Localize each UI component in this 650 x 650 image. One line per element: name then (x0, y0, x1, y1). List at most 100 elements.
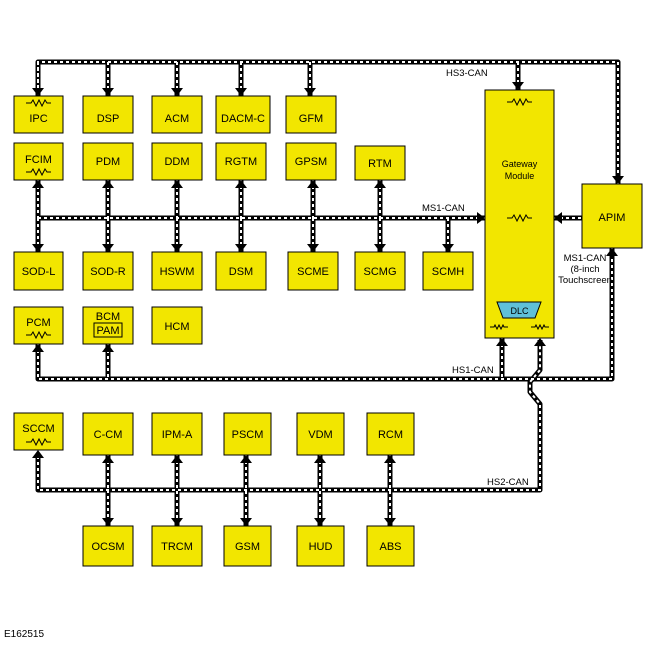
module-ocsm: OCSM (82, 525, 134, 567)
terminator-resistor-icon (26, 330, 51, 340)
figure-id: E162515 (4, 629, 44, 640)
module-ipc: IPC (13, 95, 64, 134)
arrowhead-icon (606, 248, 618, 256)
terminator-resistor-icon (26, 167, 51, 177)
network-labels: HS3-CAN MS1-CAN HS1-CAN HS2-CAN MS1-CAN … (422, 68, 612, 488)
module-apim-label: APIM (599, 212, 626, 224)
pam-box (93, 322, 123, 338)
arrowhead-icon (102, 344, 114, 352)
module-scmh: SCMH (422, 251, 474, 291)
module-sccm-label: SCCM (22, 423, 54, 435)
arrowhead-icon (477, 212, 485, 224)
module-sod-l: SOD-L (13, 251, 64, 291)
module-fcim-label: FCIM (25, 154, 52, 166)
module-hcm-label: HCM (164, 321, 189, 333)
modules: IPC DSP ACM DACM-C GFM FCIM PDM D (13, 89, 643, 567)
module-ddm-label: DDM (164, 156, 189, 168)
arrowhead-icon (442, 244, 454, 252)
arrowhead-icon (534, 338, 546, 346)
hs2-can-label: HS2-CAN (487, 477, 529, 488)
module-sccm: SCCM (13, 412, 64, 451)
arrowhead-icon (102, 518, 114, 526)
arrowhead-icon (171, 180, 183, 188)
arrowhead-icon (32, 244, 44, 252)
module-pscm-label: PSCM (232, 429, 264, 441)
module-sod-r: SOD-R (82, 251, 134, 291)
module-abs-label: ABS (379, 541, 401, 553)
module-c-cm-label: C-CM (94, 429, 123, 441)
terminator-resistor-icon (490, 323, 508, 331)
arrowhead-icon (304, 88, 316, 96)
module-hswm: HSWM (151, 251, 203, 291)
arrowhead-icon (314, 455, 326, 463)
arrowhead-icon (496, 338, 508, 346)
module-trcm-label: TRCM (161, 541, 193, 553)
module-c-cm: C-CM (82, 412, 134, 456)
module-dacm-c: DACM-C (215, 95, 271, 134)
arrowhead-icon (32, 450, 44, 458)
gateway-module: Gateway Module DLC (484, 89, 555, 339)
module-ocsm-label: OCSM (92, 541, 125, 553)
module-dsp: DSP (82, 95, 134, 134)
module-scmh-label: SCMH (432, 266, 464, 278)
arrowhead-icon (171, 88, 183, 96)
module-hcm: HCM (151, 306, 203, 345)
module-rtm: RTM (354, 145, 406, 181)
module-bcm: BCM PAM (82, 306, 134, 345)
gateway-label-line2: Module (505, 171, 535, 181)
terminator-resistor-icon (531, 323, 549, 331)
module-hswm-label: HSWM (160, 266, 195, 278)
module-pcm-label: PCM (26, 317, 50, 329)
module-scme: SCME (287, 251, 339, 291)
module-scmg-label: SCMG (364, 266, 397, 278)
arrowhead-icon (171, 455, 183, 463)
module-pdm-label: PDM (96, 156, 120, 168)
module-dacm-c-label: DACM-C (221, 113, 265, 125)
module-ipc-label: IPC (29, 113, 47, 125)
arrowhead-icon (102, 455, 114, 463)
module-gpsm: GPSM (285, 142, 337, 181)
module-fcim: FCIM (13, 142, 64, 181)
module-hud: HUD (296, 525, 345, 567)
module-apim: APIM (581, 183, 643, 249)
module-trcm: TRCM (151, 525, 203, 567)
terminator-icons (26, 97, 549, 447)
arrowhead-icon (384, 518, 396, 526)
arrowhead-icon (374, 244, 386, 252)
module-gfm-label: GFM (299, 113, 323, 125)
arrowhead-icon (32, 180, 44, 188)
arrowhead-icon (612, 176, 624, 184)
module-gpsm-label: GPSM (295, 156, 327, 168)
terminator-resistor-icon (507, 97, 532, 107)
bus-dash (37, 248, 613, 380)
arrowhead-icon (102, 244, 114, 252)
ms1-apim-label-line1: MS1-CAN (564, 253, 607, 264)
arrowhead-icon (554, 212, 562, 224)
module-rgtm-label: RGTM (225, 156, 257, 168)
module-acm: ACM (151, 95, 203, 134)
arrowhead-icon (32, 344, 44, 352)
terminator-resistor-icon (507, 213, 532, 223)
bus-dash (37, 61, 619, 184)
ms1-apim-label-line2: (8-inch (570, 264, 599, 275)
module-gsm-label: GSM (235, 541, 260, 553)
arrowhead-icon (235, 180, 247, 188)
arrowhead-icon (235, 88, 247, 96)
module-acm-label: ACM (165, 113, 189, 125)
arrowhead-icon (171, 244, 183, 252)
arrowhead-icon (102, 88, 114, 96)
arrowhead-icon (374, 180, 386, 188)
dlc-label: DLC (510, 306, 529, 316)
module-scmg: SCMG (354, 251, 406, 291)
module-scme-label: SCME (297, 266, 329, 278)
hs3-can-label: HS3-CAN (446, 68, 488, 79)
module-rtm-label: RTM (368, 158, 392, 170)
arrowhead-icon (102, 180, 114, 188)
module-bcm-label: BCM (96, 311, 120, 323)
connection-arrows (32, 82, 624, 526)
module-rgtm: RGTM (215, 142, 267, 181)
module-dsp-label: DSP (97, 113, 120, 125)
module-dsm-label: DSM (229, 266, 253, 278)
module-pam-label: PAM (96, 325, 119, 337)
